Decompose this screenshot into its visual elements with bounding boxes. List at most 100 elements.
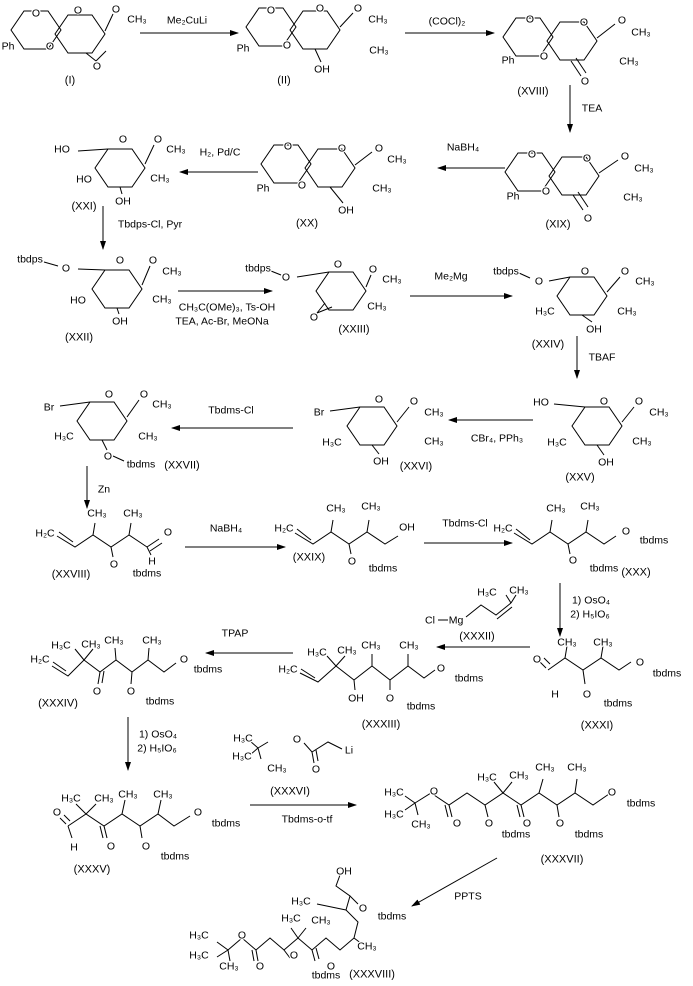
- atom-label: CH₃: [337, 645, 356, 657]
- atom-label: tbdms: [653, 668, 682, 680]
- atom-label: O: [267, 5, 275, 17]
- atom-label: H₃C: [477, 587, 497, 599]
- atom-label: Li: [345, 745, 353, 757]
- atom-label: O: [354, 3, 362, 15]
- chain-skeleton: [67, 813, 191, 827]
- atom-label: CH₃: [424, 436, 443, 448]
- atom-label: O: [528, 149, 536, 161]
- bond: [365, 274, 372, 288]
- atom-label: O: [180, 654, 188, 666]
- bond: [251, 949, 255, 962]
- bond: [141, 265, 151, 286]
- atom-label: CH₃: [153, 789, 172, 801]
- bond: [315, 749, 319, 762]
- chain-skeleton: [51, 659, 177, 677]
- bond: [311, 751, 315, 764]
- atom-label: CH₃: [118, 789, 137, 801]
- atom-label: CH₃: [509, 585, 528, 597]
- bond: [77, 148, 109, 152]
- atom-label: Ph: [502, 55, 515, 67]
- atom-label: O: [348, 556, 356, 568]
- atom-label: O: [621, 266, 629, 278]
- bond: [227, 949, 231, 962]
- atom-label: CH₃: [387, 154, 406, 166]
- compound-number: (XXXII): [459, 631, 494, 643]
- atom-label: O: [293, 734, 301, 746]
- atom-label: OH: [314, 64, 330, 76]
- reaction-arrow: [411, 857, 498, 907]
- atom-label: O: [105, 389, 113, 401]
- atom-label: H: [148, 556, 156, 568]
- bond: [316, 306, 333, 314]
- atom-label: CH₃: [623, 192, 642, 204]
- atom-label: OH: [399, 522, 415, 534]
- bond: [515, 528, 531, 541]
- atom-label: O: [636, 657, 644, 669]
- atom-label: CH₃: [94, 793, 113, 805]
- atom-label: tbdms: [212, 818, 241, 830]
- bond: [119, 186, 123, 195]
- reaction-step: H₂, Pd/C: [179, 145, 258, 175]
- atom-label: CH₃: [593, 637, 612, 649]
- pyranose-ring: [315, 271, 367, 311]
- bond: [216, 941, 229, 951]
- bond: [326, 655, 337, 667]
- compound-number: (XXXV): [74, 864, 111, 876]
- chain-skeleton: [299, 665, 436, 683]
- atom-label: O: [600, 396, 608, 408]
- bond: [502, 781, 513, 794]
- atom-label: O: [485, 818, 493, 830]
- bond: [59, 817, 67, 825]
- reagent-label: Zn: [98, 484, 110, 496]
- bond: [149, 542, 163, 552]
- atom-label: CH₃: [123, 508, 142, 520]
- atom-label: HO: [533, 397, 549, 409]
- bond: [75, 803, 87, 815]
- bond: [574, 778, 578, 794]
- compound-number: (XXII): [65, 332, 93, 344]
- atom-label: CH₃: [127, 14, 146, 26]
- atom-label: CH₃: [635, 276, 654, 288]
- bond: [249, 740, 259, 749]
- atom-label: H: [551, 689, 559, 701]
- atom-label: O: [523, 818, 531, 830]
- atom-label: OH: [336, 866, 352, 878]
- bond: [67, 825, 73, 839]
- bond: [621, 406, 635, 423]
- bond: [596, 23, 616, 39]
- reagent-label: Me₂CuLi: [167, 15, 207, 27]
- bond: [539, 661, 547, 669]
- compound-number: (XXV): [565, 472, 594, 484]
- atom-label: O: [375, 143, 383, 155]
- atom-label: CH₃: [326, 503, 345, 515]
- reagent-label: NaBH₄: [210, 523, 242, 535]
- bond: [314, 48, 322, 63]
- acetal-ring: [245, 7, 297, 47]
- atom-label: O: [310, 312, 318, 324]
- bond: [371, 444, 380, 455]
- bond: [353, 937, 363, 945]
- bond: [257, 747, 262, 760]
- atom-label: O: [112, 4, 120, 16]
- atom-label: Ph: [507, 191, 520, 203]
- atom-label: O: [127, 686, 135, 698]
- acetal-ring: [260, 144, 312, 184]
- bond: [95, 50, 107, 62]
- bond: [448, 804, 453, 818]
- bond: [290, 927, 299, 939]
- atom-label: CH₃: [142, 635, 161, 647]
- atom-label: CH₃: [87, 508, 106, 520]
- bond: [130, 671, 133, 685]
- acetal-ring: [502, 17, 554, 57]
- bond: [59, 401, 91, 407]
- bond: [297, 927, 307, 939]
- atom-label: O: [533, 654, 541, 666]
- reaction-step: TBAF: [574, 336, 617, 379]
- atom-label: tbdms: [369, 563, 398, 575]
- bond: [316, 302, 326, 314]
